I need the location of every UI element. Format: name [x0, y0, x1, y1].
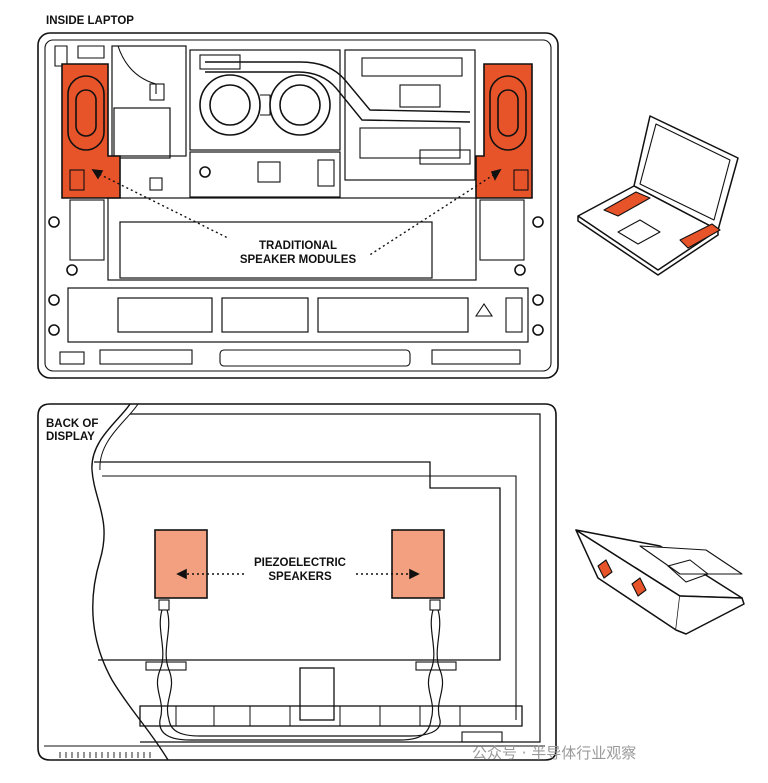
inside-laptop-title: INSIDE LAPTOP [46, 15, 134, 27]
back-of-display-title-line2: DISPLAY [46, 431, 95, 443]
back-of-display-title-line1: BACK OF [46, 418, 98, 430]
piezo-speaker-right [391, 529, 445, 599]
display-connector-board [139, 705, 523, 727]
piezo-label-line2: SPEAKERS [268, 571, 332, 583]
traditional-speaker-label-line1: TRADITIONAL [259, 240, 337, 252]
callout-arrow-right [364, 171, 499, 259]
display-back-casing [37, 403, 557, 761]
speaker-module-right [475, 63, 533, 199]
inside-laptop-panel: INSIDE LAPTOP [37, 15, 559, 379]
watermark-text: 公众号 · 半导体行业观察 [472, 744, 636, 762]
traditional-speaker-label-line2: SPEAKER MODULES [240, 254, 357, 266]
laptop-chassis-outline [37, 32, 559, 379]
back-of-display-panel: PIEZOELECTRIC SPEAKERS BACK OF DISPLAY [37, 403, 557, 761]
piezo-wire-right [300, 609, 435, 741]
speaker-module-left [61, 63, 121, 199]
piezo-speaker-left [154, 529, 208, 599]
piezo-wire-left [156, 609, 300, 741]
laptop-open-icon [577, 115, 739, 276]
piezo-label-line1: PIEZOELECTRIC [254, 557, 346, 569]
callout-arrow-left [94, 171, 241, 245]
laptop-display-flipped-icon [575, 529, 745, 635]
